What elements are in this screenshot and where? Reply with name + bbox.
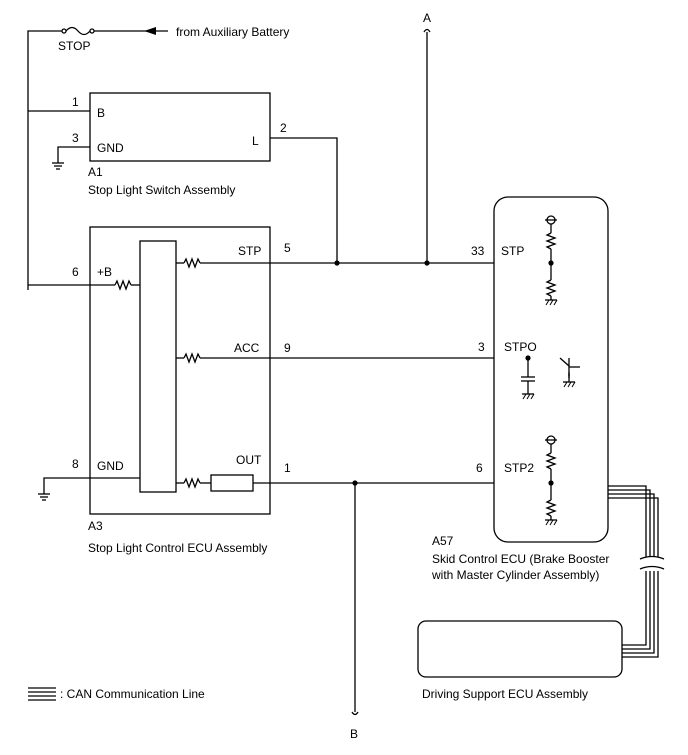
a1-pin-b: B	[97, 106, 105, 120]
a57-pin-num-6: 6	[476, 461, 483, 475]
legend-label: : CAN Communication Line	[60, 687, 205, 701]
fuse-label: STOP	[58, 39, 90, 53]
stop-fuse: STOP from Auxiliary Battery	[27, 25, 289, 290]
a57-name-line1: Skid Control ECU (Brake Booster	[432, 552, 609, 566]
a3-pin-pb: +B	[97, 265, 112, 279]
resistor-icon	[545, 232, 557, 250]
connector-b: B	[350, 483, 359, 741]
a57-pin-stpo: STPO	[504, 340, 537, 354]
a57-skid-control-ecu: 33 STP 3 STPO 6 STP2 A57	[432, 196, 609, 548]
can-bus	[608, 485, 665, 658]
resistor-icon	[183, 477, 201, 489]
dsecu-box	[417, 620, 623, 678]
a1-id: A1	[88, 165, 103, 179]
a3-pin-num-8: 8	[72, 457, 79, 471]
stp2-bias-network	[544, 435, 558, 526]
a3-id: A3	[88, 519, 103, 533]
resistor-icon	[545, 452, 557, 470]
dsecu-name: Driving Support ECU Assembly	[422, 687, 588, 701]
a3-internal-ic	[139, 240, 177, 493]
fuse-icon	[65, 26, 91, 36]
transistor-icon	[559, 357, 570, 367]
legend: : CAN Communication Line	[28, 687, 205, 701]
connector-b-label: B	[350, 727, 358, 741]
a3-pin-num-9: 9	[284, 341, 291, 355]
resistor-icon	[183, 257, 201, 269]
resistor-icon	[183, 352, 201, 364]
stp-bias-network	[544, 215, 558, 306]
a1-pin-l: L	[252, 134, 259, 148]
out-resistor-block	[210, 474, 254, 492]
a57-pin-num-3: 3	[478, 340, 485, 354]
driving-support-ecu: Driving Support ECU Assembly	[417, 620, 623, 701]
a57-pin-stp2: STP2	[504, 461, 534, 475]
a1-pin-num-1: 1	[72, 95, 79, 109]
resistor-icon	[545, 499, 557, 517]
a3-name: Stop Light Control ECU Assembly	[88, 541, 267, 555]
a3-pin-num-5: 5	[284, 241, 291, 255]
a1-pin-num-2: 2	[280, 121, 287, 135]
arrow-left-icon	[144, 27, 156, 35]
a3-pin-num-1: 1	[284, 461, 291, 475]
a1-stop-light-switch: B GND L 1 3 2 A1 Stop Light Switch Assem…	[72, 92, 287, 197]
a3-pin-gnd: GND	[97, 459, 124, 473]
a3-stop-light-control-ecu: +B GND STP ACC OUT 6 8 5 9 1 A3 Stop Lig…	[72, 226, 291, 555]
a57-name-line2: with Master Cylinder Assembly)	[431, 568, 599, 582]
connector-a-label: A	[423, 11, 431, 25]
a57-id: A57	[432, 534, 454, 548]
ground-icon	[51, 162, 65, 170]
wire-break-icon	[351, 711, 359, 716]
connector-a: A	[423, 11, 431, 266]
resistor-icon	[545, 279, 557, 297]
a57-pin-stp: STP	[501, 244, 524, 258]
a3-pin-num-6: 6	[72, 265, 79, 279]
wire-break-icon	[639, 565, 665, 570]
stpo-output-stage	[521, 355, 580, 400]
ground-icon	[37, 493, 51, 501]
fuse-terminal-left	[61, 28, 67, 34]
a3-box	[89, 226, 271, 515]
resistor-icon	[114, 279, 132, 291]
a1-pin-gnd: GND	[97, 141, 124, 155]
wire-break-icon	[423, 28, 431, 33]
a3-pin-acc: ACC	[234, 341, 260, 355]
fuse-terminal-right	[89, 28, 95, 34]
a3-pin-out: OUT	[236, 453, 262, 467]
wire-break-icon	[639, 555, 665, 560]
from-aux-label: from Auxiliary Battery	[176, 25, 289, 39]
a57-pin-num-33: 33	[471, 244, 485, 258]
a1-pin-num-3: 3	[72, 131, 79, 145]
a1-name: Stop Light Switch Assembly	[88, 183, 235, 197]
a57-box	[493, 196, 609, 543]
a1-box	[89, 92, 271, 162]
a3-pin-stp: STP	[238, 244, 261, 258]
